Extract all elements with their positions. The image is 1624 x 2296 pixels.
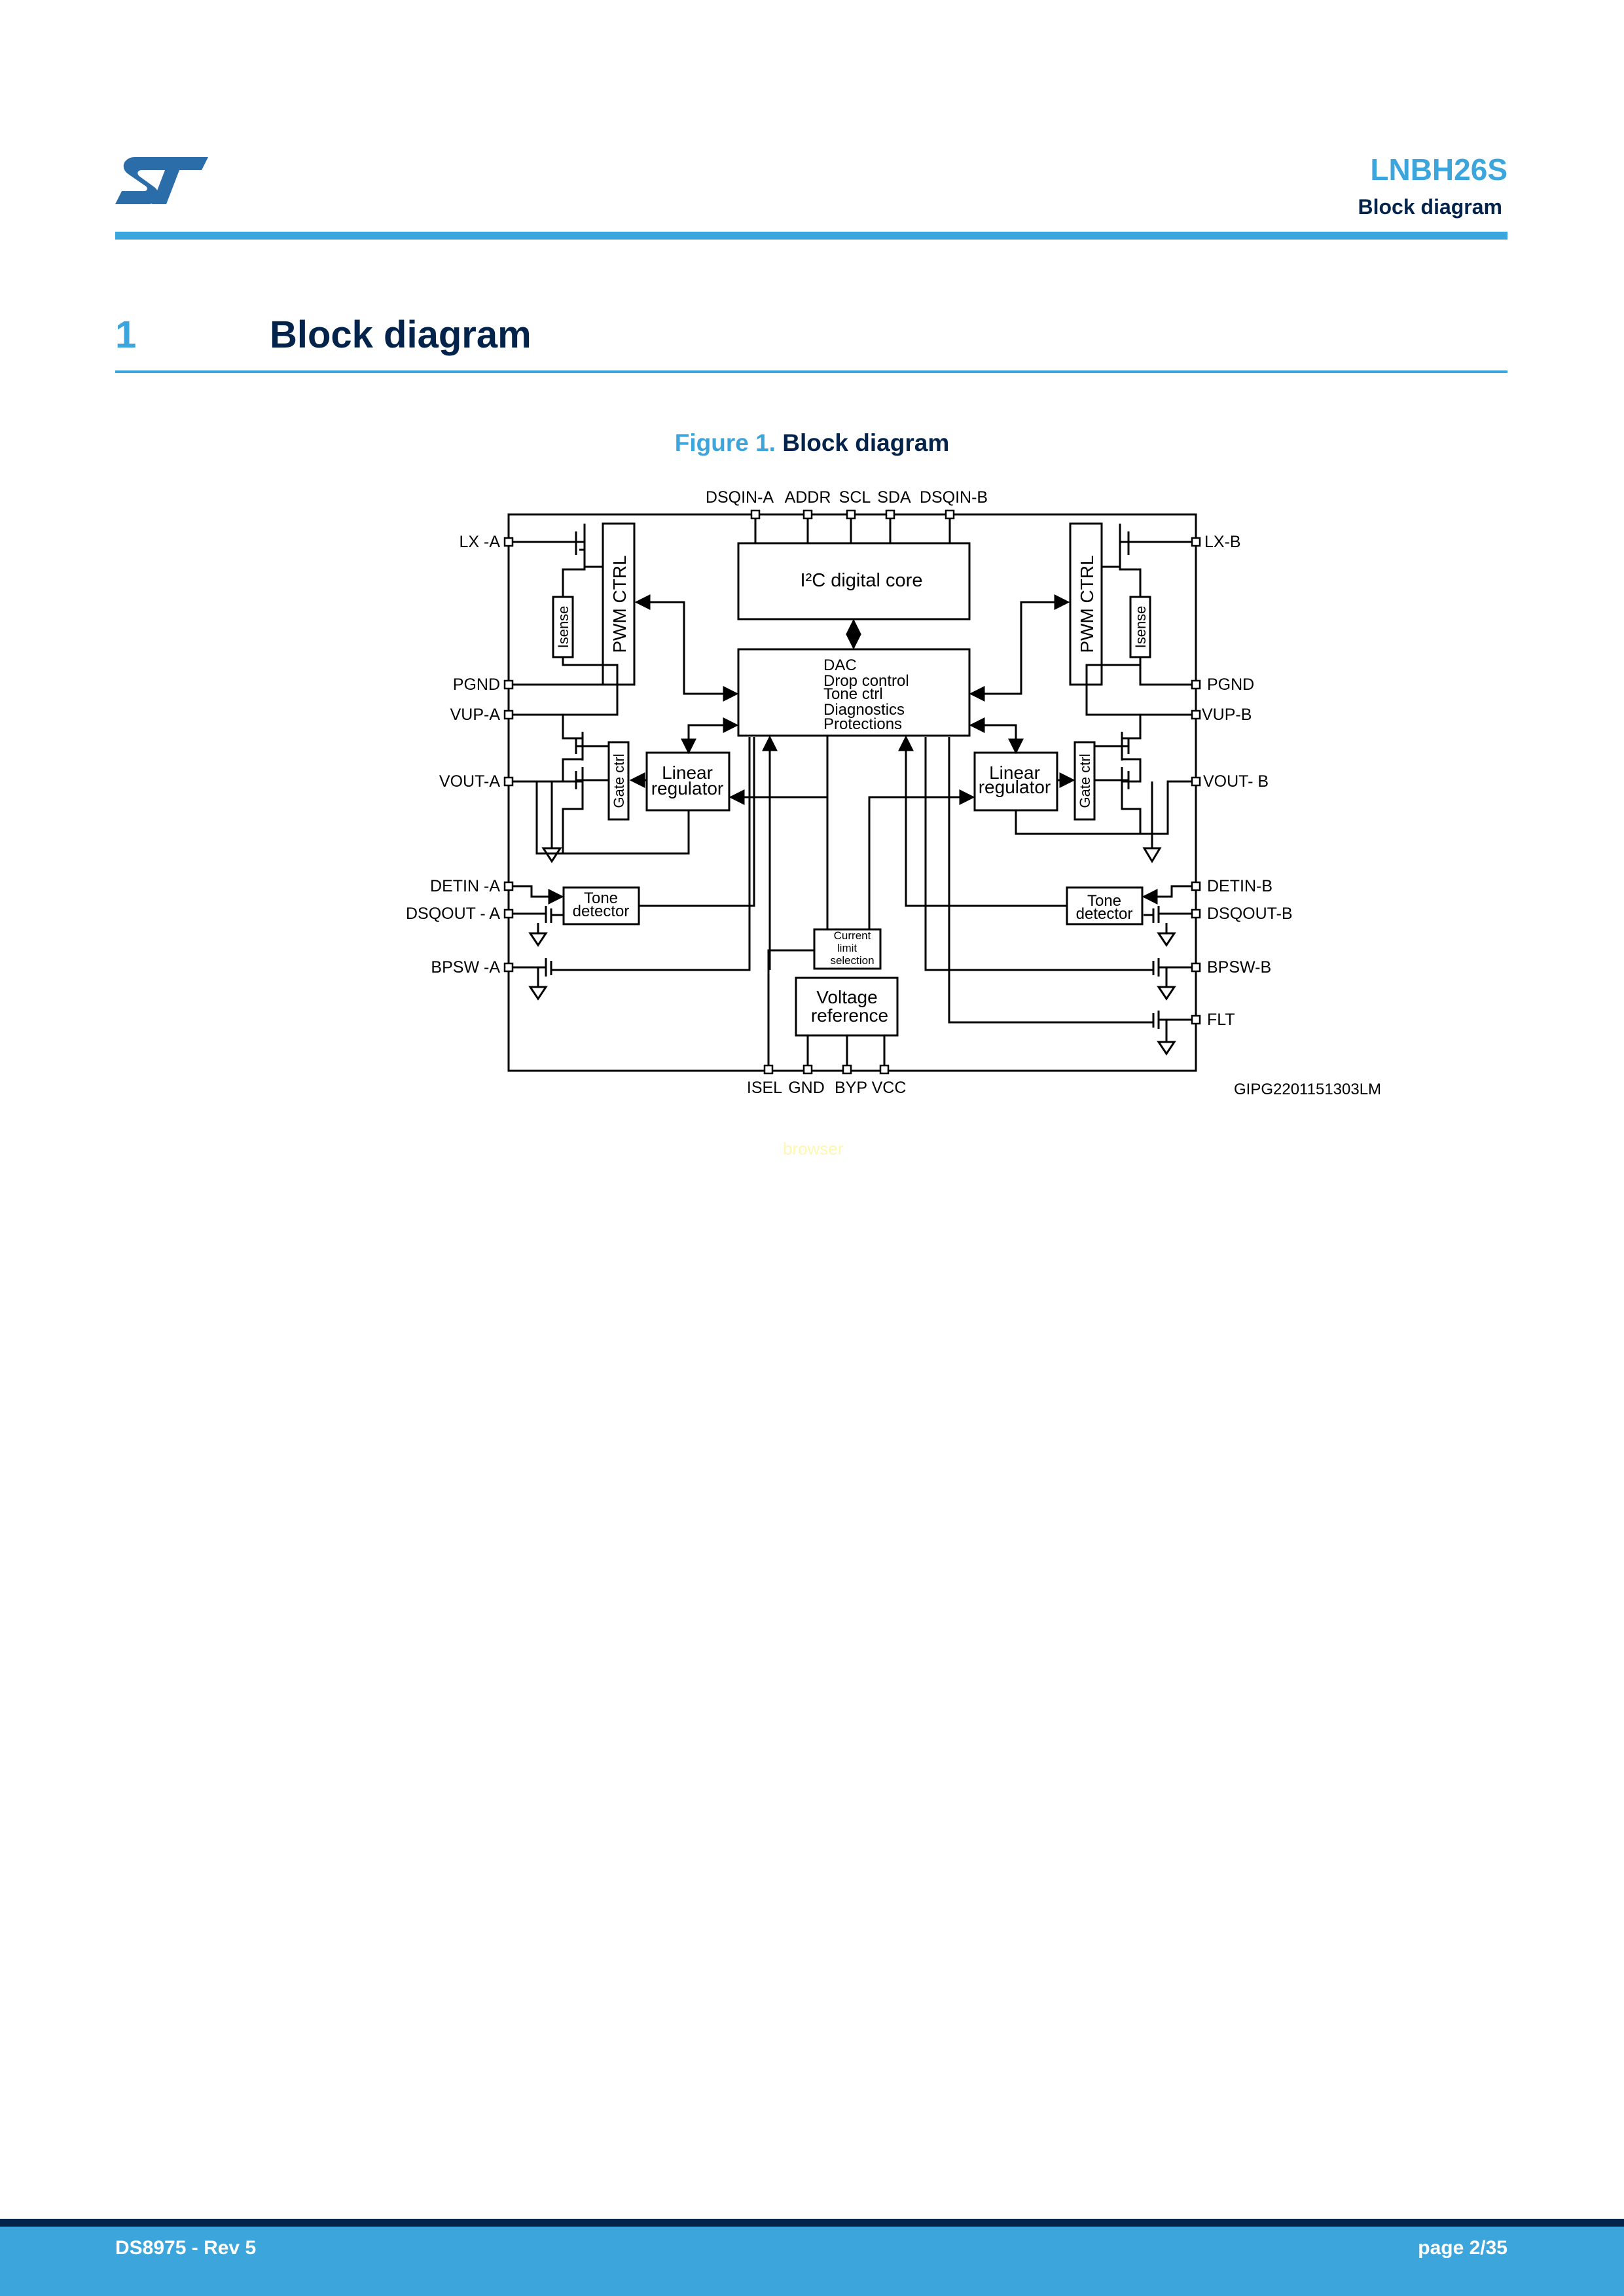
pin-vout-a: VOUT-A (439, 772, 500, 791)
pin-bpsw-b: BPSW-B (1207, 958, 1271, 977)
product-title: LNBH26S (1370, 152, 1507, 187)
pin-detin-b: DETIN-B (1207, 877, 1272, 895)
pin-detin-a: DETIN -A (430, 877, 500, 895)
control-line-tone: Tone ctrl (823, 685, 883, 703)
document-revision: DS8975 - Rev 5 (115, 2237, 257, 2259)
control-line-diagnostics: Diagnostics (823, 701, 905, 719)
pin-scl: SCL (839, 488, 871, 507)
pin-vup-a: VUP-A (450, 706, 501, 724)
pin-dsqout-b: DSQOUT-B (1207, 905, 1293, 923)
pin-vcc: VCC (872, 1079, 907, 1097)
pin-dsqin-b: DSQIN-B (920, 488, 988, 507)
pin-lx-b: LX-B (1204, 533, 1241, 551)
voltage-reference-line1: Voltage (816, 987, 877, 1007)
pin-bpsw-a: BPSW -A (431, 958, 500, 977)
pin-sda: SDA (877, 488, 911, 507)
i2c-core-label: I²C digital core (801, 570, 923, 591)
linear-regulator-right-line2: regulator (979, 777, 1051, 797)
pwm-ctrl-right-label: PWM CTRL (1077, 555, 1097, 653)
st-logo (115, 157, 208, 204)
voltage-reference-line2: reference (811, 1005, 888, 1026)
tone-detector-left-line2: detector (573, 903, 630, 920)
tone-detector-left-line1: Tone (584, 889, 618, 907)
header-rule (115, 232, 1507, 240)
pin-gnd: GND (788, 1079, 825, 1097)
pin-flt: FLT (1207, 1011, 1235, 1029)
pin-pgnd-a: PGND (453, 675, 500, 694)
linear-regulator-left-line2: regulator (651, 778, 724, 798)
linear-regulator-left-line1: Linear (662, 762, 713, 783)
figure-number: Figure 1. (674, 429, 776, 456)
pin-byp: BYP (835, 1079, 867, 1097)
pin-vup-b: VUP-B (1202, 706, 1252, 724)
gate-ctrl-left-label: Gate ctrl (611, 753, 627, 808)
figure-caption: Figure 1. Block diagram (0, 429, 1624, 457)
control-line-dac: DAC (823, 656, 857, 674)
pin-vout-b: VOUT- B (1203, 772, 1269, 791)
pin-dsqout-a: DSQOUT - A (406, 905, 500, 923)
current-limit-line3: selection (830, 954, 874, 967)
linear-regulator-right-line1: Linear (989, 762, 1040, 783)
figure-code: GIPG2201151303LM (1234, 1081, 1381, 1098)
control-line-protections: Protections (823, 715, 902, 733)
footer-bar (0, 2227, 1624, 2296)
isense-left-label: Isense (555, 606, 571, 649)
isense-right-label: Isense (1132, 606, 1149, 649)
page-number: page 2/35 (1418, 2237, 1507, 2259)
pwm-ctrl-left-block (602, 522, 636, 686)
watermark: browser (783, 1139, 844, 1158)
figure-title: Block diagram (782, 429, 950, 456)
pin-addr: ADDR (785, 488, 831, 507)
tone-detector-right-line1: Tone (1087, 892, 1121, 910)
gate-ctrl-right-label: Gate ctrl (1077, 753, 1093, 808)
current-limit-line1: Current (834, 929, 871, 942)
control-line-drop: Drop control (823, 672, 909, 690)
footer-rule (0, 2219, 1624, 2227)
pin-pgnd-b: PGND (1207, 675, 1254, 694)
current-limit-line2: limit (837, 942, 857, 954)
pwm-ctrl-left-label: PWM CTRL (609, 555, 630, 653)
pin-lx-a: LX -A (459, 533, 500, 551)
tone-detector-right-line2: detector (1076, 905, 1133, 923)
current-limit-block (813, 928, 882, 970)
section-title: Block diagram (270, 314, 532, 356)
pin-dsqin-a: DSQIN-A (706, 488, 774, 507)
header-section-name: Block diagram (1358, 195, 1502, 219)
pin-isel: ISEL (747, 1079, 782, 1097)
section-rule (115, 370, 1507, 373)
pin-markers (503, 509, 1201, 1075)
section-number: 1 (115, 314, 137, 356)
